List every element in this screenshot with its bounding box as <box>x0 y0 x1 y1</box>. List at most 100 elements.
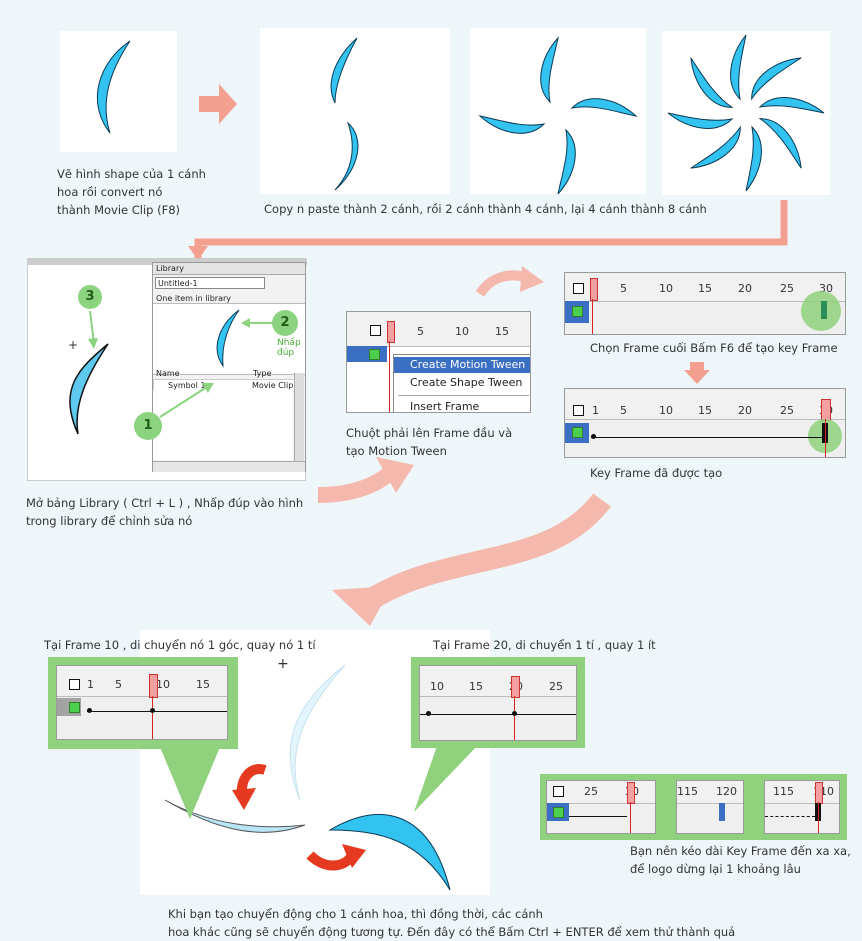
arrow-down-icon <box>88 311 98 349</box>
ruler-5: 5 <box>417 325 424 338</box>
timeline-extend-2: 115 120 <box>676 780 744 834</box>
layer-color-icon <box>553 807 564 818</box>
badge-2: 2 <box>272 310 298 336</box>
ruler-20: 20 <box>738 282 752 295</box>
outline-icon <box>69 679 80 690</box>
f6-caption: Chọn Frame cuối Bấm F6 để tạo key Frame <box>590 341 838 355</box>
four-petals-panel <box>470 28 646 196</box>
col-name[interactable]: Name <box>156 369 180 378</box>
ruler-20: 20 <box>738 404 752 417</box>
library-window: Library Untitled-1 One item in library N… <box>152 262 306 472</box>
single-petal-panel <box>60 31 177 152</box>
step1-caption: Vẽ hình shape của 1 cánh hoa rồi convert… <box>57 167 206 217</box>
playhead[interactable] <box>821 399 831 421</box>
layer-color-icon <box>369 349 380 360</box>
item-type: Movie Clip <box>252 381 294 390</box>
tab-library[interactable]: Library <box>156 264 184 273</box>
badge-1: 1 <box>134 412 162 440</box>
item-name: Symbol 1 <box>168 381 206 390</box>
context-menu: Create Motion Tween Create Shape Tween I… <box>393 354 530 413</box>
ruler-1: 1 <box>87 678 94 691</box>
timeline-extend-1: 25 30 <box>546 780 656 834</box>
ruler-15: 15 <box>698 282 712 295</box>
extended-frame[interactable] <box>719 803 725 821</box>
document-select[interactable]: Untitled-1 <box>155 277 265 289</box>
playhead[interactable] <box>387 321 395 343</box>
ruler-25: 25 <box>549 680 563 693</box>
playhead[interactable] <box>149 674 158 698</box>
ruler-10: 10 <box>659 404 673 417</box>
menu-create-motion-tween[interactable]: Create Motion Tween <box>394 357 530 373</box>
timeline-frame10: 1 5 10 15 <box>56 665 228 740</box>
menu-insert-frame[interactable]: Insert Frame <box>410 400 480 413</box>
ruler-10: 10 <box>156 678 170 691</box>
timeline-keyframe: 1 5 10 15 20 25 30 <box>564 388 846 458</box>
menu-create-shape-tween[interactable]: Create Shape Tween <box>410 376 523 389</box>
item-count: One item in library <box>156 294 232 303</box>
step2-caption: Copy n paste thành 2 cánh, rồi 2 cánh th… <box>264 202 707 216</box>
col-type[interactable]: Type <box>253 369 272 378</box>
arrow-left-icon <box>241 318 274 328</box>
ruler-5: 5 <box>620 404 627 417</box>
ruler-5: 5 <box>620 282 627 295</box>
badge-3: 3 <box>78 285 102 309</box>
two-petals-panel <box>260 28 450 194</box>
timeline-f6: 1 5 10 15 20 25 30 <box>564 272 846 335</box>
layer-color-icon <box>69 702 80 713</box>
library-caption: Mở bảng Library ( Ctrl + L ) , Nhấp đúp … <box>26 496 304 528</box>
playhead[interactable] <box>627 782 635 804</box>
curved-arrow-icon <box>318 457 414 503</box>
layer-color-icon <box>572 427 583 438</box>
connector-arrow-icon <box>188 200 788 260</box>
ruler-15: 15 <box>196 678 210 691</box>
ruler-115b: 115 <box>773 785 794 798</box>
outline-icon <box>370 325 381 336</box>
outline-icon <box>573 283 584 294</box>
curved-arrow-icon-2 <box>476 266 544 297</box>
keyframe-caption: Key Frame đã được tạo <box>590 466 723 480</box>
arrow-down-icon-2 <box>684 362 710 384</box>
context-menu-timeline: 5 10 15 Create Motion Tween Create Shape… <box>346 311 531 413</box>
stage-library-panel: + 3 Library Untitled-1 One item in libra… <box>27 258 307 481</box>
arrow-up-icon <box>159 383 214 418</box>
scrollbar[interactable] <box>294 373 304 461</box>
layer-row[interactable] <box>347 346 387 362</box>
ruler-120: 120 <box>716 785 737 798</box>
outline-icon <box>573 405 584 416</box>
stage-petals: + <box>164 656 451 891</box>
ruler-25: 25 <box>780 282 794 295</box>
big-curved-arrow-icon <box>332 493 611 626</box>
final-caption: Khi bạn tạo chuyển động cho 1 cánh hoa, … <box>168 907 736 939</box>
timeline-extend-3: 115 110 <box>764 780 840 834</box>
playhead[interactable] <box>511 676 520 698</box>
arrow-right-icon <box>199 84 237 124</box>
library-preview-petal <box>216 309 240 368</box>
ruler-15: 15 <box>495 325 509 338</box>
library-toolbar <box>153 461 305 472</box>
svg-text:+: + <box>68 338 78 352</box>
ruler-115: 115 <box>677 785 698 798</box>
outline-icon <box>553 786 564 797</box>
ruler-10: 10 <box>430 680 444 693</box>
ruler-25: 25 <box>584 785 598 798</box>
extend-caption: Bạn nên kéo dài Key Frame đến xa xa,để l… <box>630 844 851 876</box>
callout-pointer <box>160 747 220 819</box>
playhead[interactable] <box>815 782 823 804</box>
ruler-15: 15 <box>469 680 483 693</box>
stage-petal: + <box>68 338 109 435</box>
petal-shape <box>96 40 131 134</box>
frame20-label: Tại Frame 20, di chuyển 1 tí , quay 1 ít <box>433 638 656 652</box>
ruler-1: 1 <box>592 404 599 417</box>
selected-frame[interactable] <box>821 301 827 319</box>
layer-color-icon <box>572 306 583 317</box>
svg-text:+: + <box>277 656 289 672</box>
eight-petals-panel <box>662 31 830 195</box>
double-click-label: Nhấp đúp <box>277 338 301 358</box>
ruler-25: 25 <box>780 404 794 417</box>
ruler-10: 10 <box>455 325 469 338</box>
playhead[interactable] <box>590 278 598 301</box>
timeline-frame20: 10 15 20 25 <box>419 665 577 741</box>
callout-pointer-2 <box>414 746 477 812</box>
ruler-10: 10 <box>659 282 673 295</box>
